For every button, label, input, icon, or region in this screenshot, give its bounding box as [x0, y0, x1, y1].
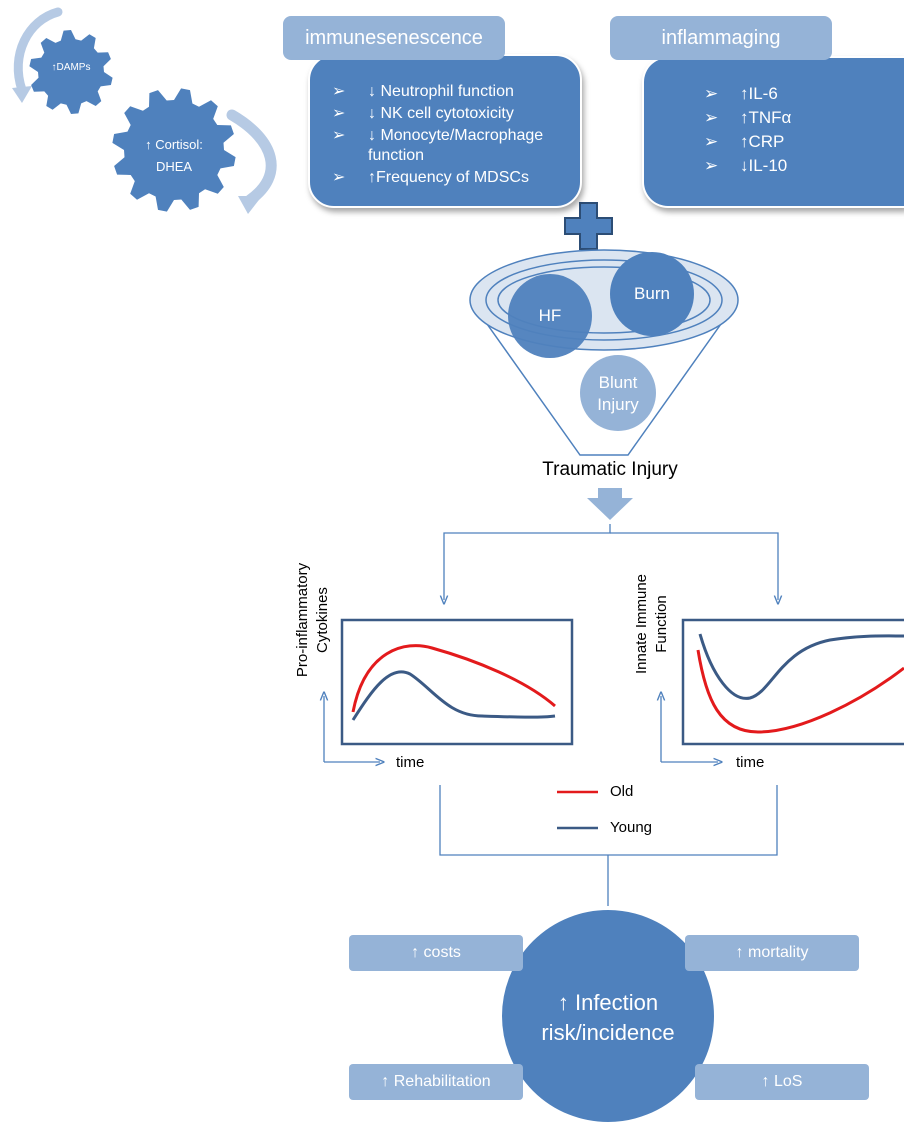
list-item: ➢ ↑Frequency of MDSCs: [332, 168, 572, 188]
list-item: ➢ ↓IL-10: [704, 154, 884, 178]
immunesenescence-title: immunesenescence: [283, 16, 505, 60]
inflammaging-panel: ➢ ↑IL-6 ➢ ↑TNFα ➢ ↑CRP ➢ ↓IL-10: [642, 56, 904, 208]
list-item: ➢ ↑TNFα: [704, 106, 884, 130]
bullet-icon: ➢: [332, 83, 346, 100]
chart-axes: [324, 696, 718, 762]
branch-connector: [439, 524, 778, 912]
gear-cycle-arrow-small: [13, 7, 63, 95]
right-chart-ylabel-line1: Innate Immune: [633, 573, 650, 675]
traumatic-injury-label: Traumatic Injury: [542, 459, 678, 480]
down-arrow-icon: [587, 488, 633, 520]
list-item-text: ↓ Monocyte/Macrophage function: [368, 127, 544, 164]
infection-label: ↑ Infection risk/incidence: [508, 988, 708, 1048]
gear-large-icon: [112, 88, 236, 212]
left-chart-ylabel: Pro-inflammatory Cytokines: [293, 555, 333, 685]
list-item-text: ↓IL-10: [740, 156, 788, 175]
right-chart-ylabel: Innate Immune Function: [632, 564, 672, 684]
bullet-icon: ➢: [704, 132, 719, 151]
bullet-icon: ➢: [332, 127, 346, 144]
gear-small-icon: [29, 30, 113, 114]
left-chart-ylabel-line1: Pro-inflammatory: [294, 562, 311, 678]
list-item: ➢ ↓ NK cell cytotoxicity: [332, 104, 572, 124]
gear-large-label-line2: DHEA: [155, 159, 193, 174]
list-item-text: ↓ Neutrophil function: [368, 83, 514, 100]
funnel-circle-burn: [610, 252, 694, 336]
list-item: ➢ ↑IL-6: [704, 82, 884, 106]
infection-label-line2: risk/incidence: [541, 1020, 675, 1045]
gear-large-label: ↑ Cortisol: DHEA: [126, 134, 222, 178]
right-chart-ylabel-line2: Function: [653, 595, 670, 653]
mortality-box: ↑ mortality: [685, 935, 859, 971]
gear-big-shape: [112, 88, 236, 212]
funnel-label-burn: Burn: [634, 284, 670, 303]
gear-large-label-line1: ↑ Cortisol:: [145, 137, 203, 152]
funnel-circle-blunt: [580, 355, 656, 431]
left-chart-ylabel-line2: Cytokines: [314, 587, 331, 653]
bullet-icon: ➢: [704, 108, 719, 127]
infection-label-line1: ↑ Infection: [557, 990, 659, 1015]
legend-old-label: Old: [610, 783, 634, 800]
right-chart-xlabel: time: [736, 754, 765, 771]
right-young-curve: [698, 633, 904, 700]
list-item: ➢ ↓ Monocyte/Macrophage function: [332, 126, 572, 166]
immunesenescence-panel: ➢ ↓ Neutrophil function ➢ ↓ NK cell cyto…: [308, 54, 582, 208]
list-item-text: ↑TNFα: [740, 108, 792, 127]
inflammaging-list: ➢ ↑IL-6 ➢ ↑TNFα ➢ ↑CRP ➢ ↓IL-10: [704, 82, 884, 178]
funnel-label-hf: HF: [538, 306, 562, 325]
chart-left-frame: [340, 618, 574, 746]
list-item-text: ↑Frequency of MDSCs: [368, 169, 529, 186]
rehabilitation-box: ↑ Rehabilitation: [349, 1064, 523, 1100]
gear-small-shape: [29, 30, 113, 114]
chart-right-frame: [681, 618, 904, 746]
bullet-icon: ➢: [332, 105, 346, 122]
bullet-icon: ➢: [332, 169, 346, 186]
left-chart-xlabel: time: [396, 754, 425, 771]
list-item-text: ↑CRP: [740, 132, 785, 151]
los-box: ↑ LoS: [695, 1064, 869, 1100]
inflammaging-title: inflammaging: [610, 16, 832, 60]
funnel-circle-hf: [508, 274, 592, 358]
funnel-label-blunt: Blunt Injury: [597, 373, 639, 414]
legend-young-label: Young: [610, 819, 652, 836]
plus-icon: [564, 202, 613, 250]
list-item: ➢ ↑CRP: [704, 130, 884, 154]
immunesenescence-list: ➢ ↓ Neutrophil function ➢ ↓ NK cell cyto…: [332, 82, 572, 188]
gear-cycle-arrow-large: [226, 109, 277, 206]
left-young-curve: [351, 670, 556, 721]
gear-small-label: ↑DAMPs: [51, 62, 91, 73]
left-old-curve: [351, 644, 556, 713]
bullet-icon: ➢: [704, 84, 719, 103]
list-item: ➢ ↓ Neutrophil function: [332, 82, 572, 102]
list-item-text: ↓ NK cell cytotoxicity: [368, 105, 514, 122]
bullet-icon: ➢: [704, 156, 719, 175]
costs-box: ↑ costs: [349, 935, 523, 971]
list-item-text: ↑IL-6: [740, 84, 778, 103]
right-old-curve: [696, 649, 904, 734]
infection-circle: [498, 906, 718, 1126]
